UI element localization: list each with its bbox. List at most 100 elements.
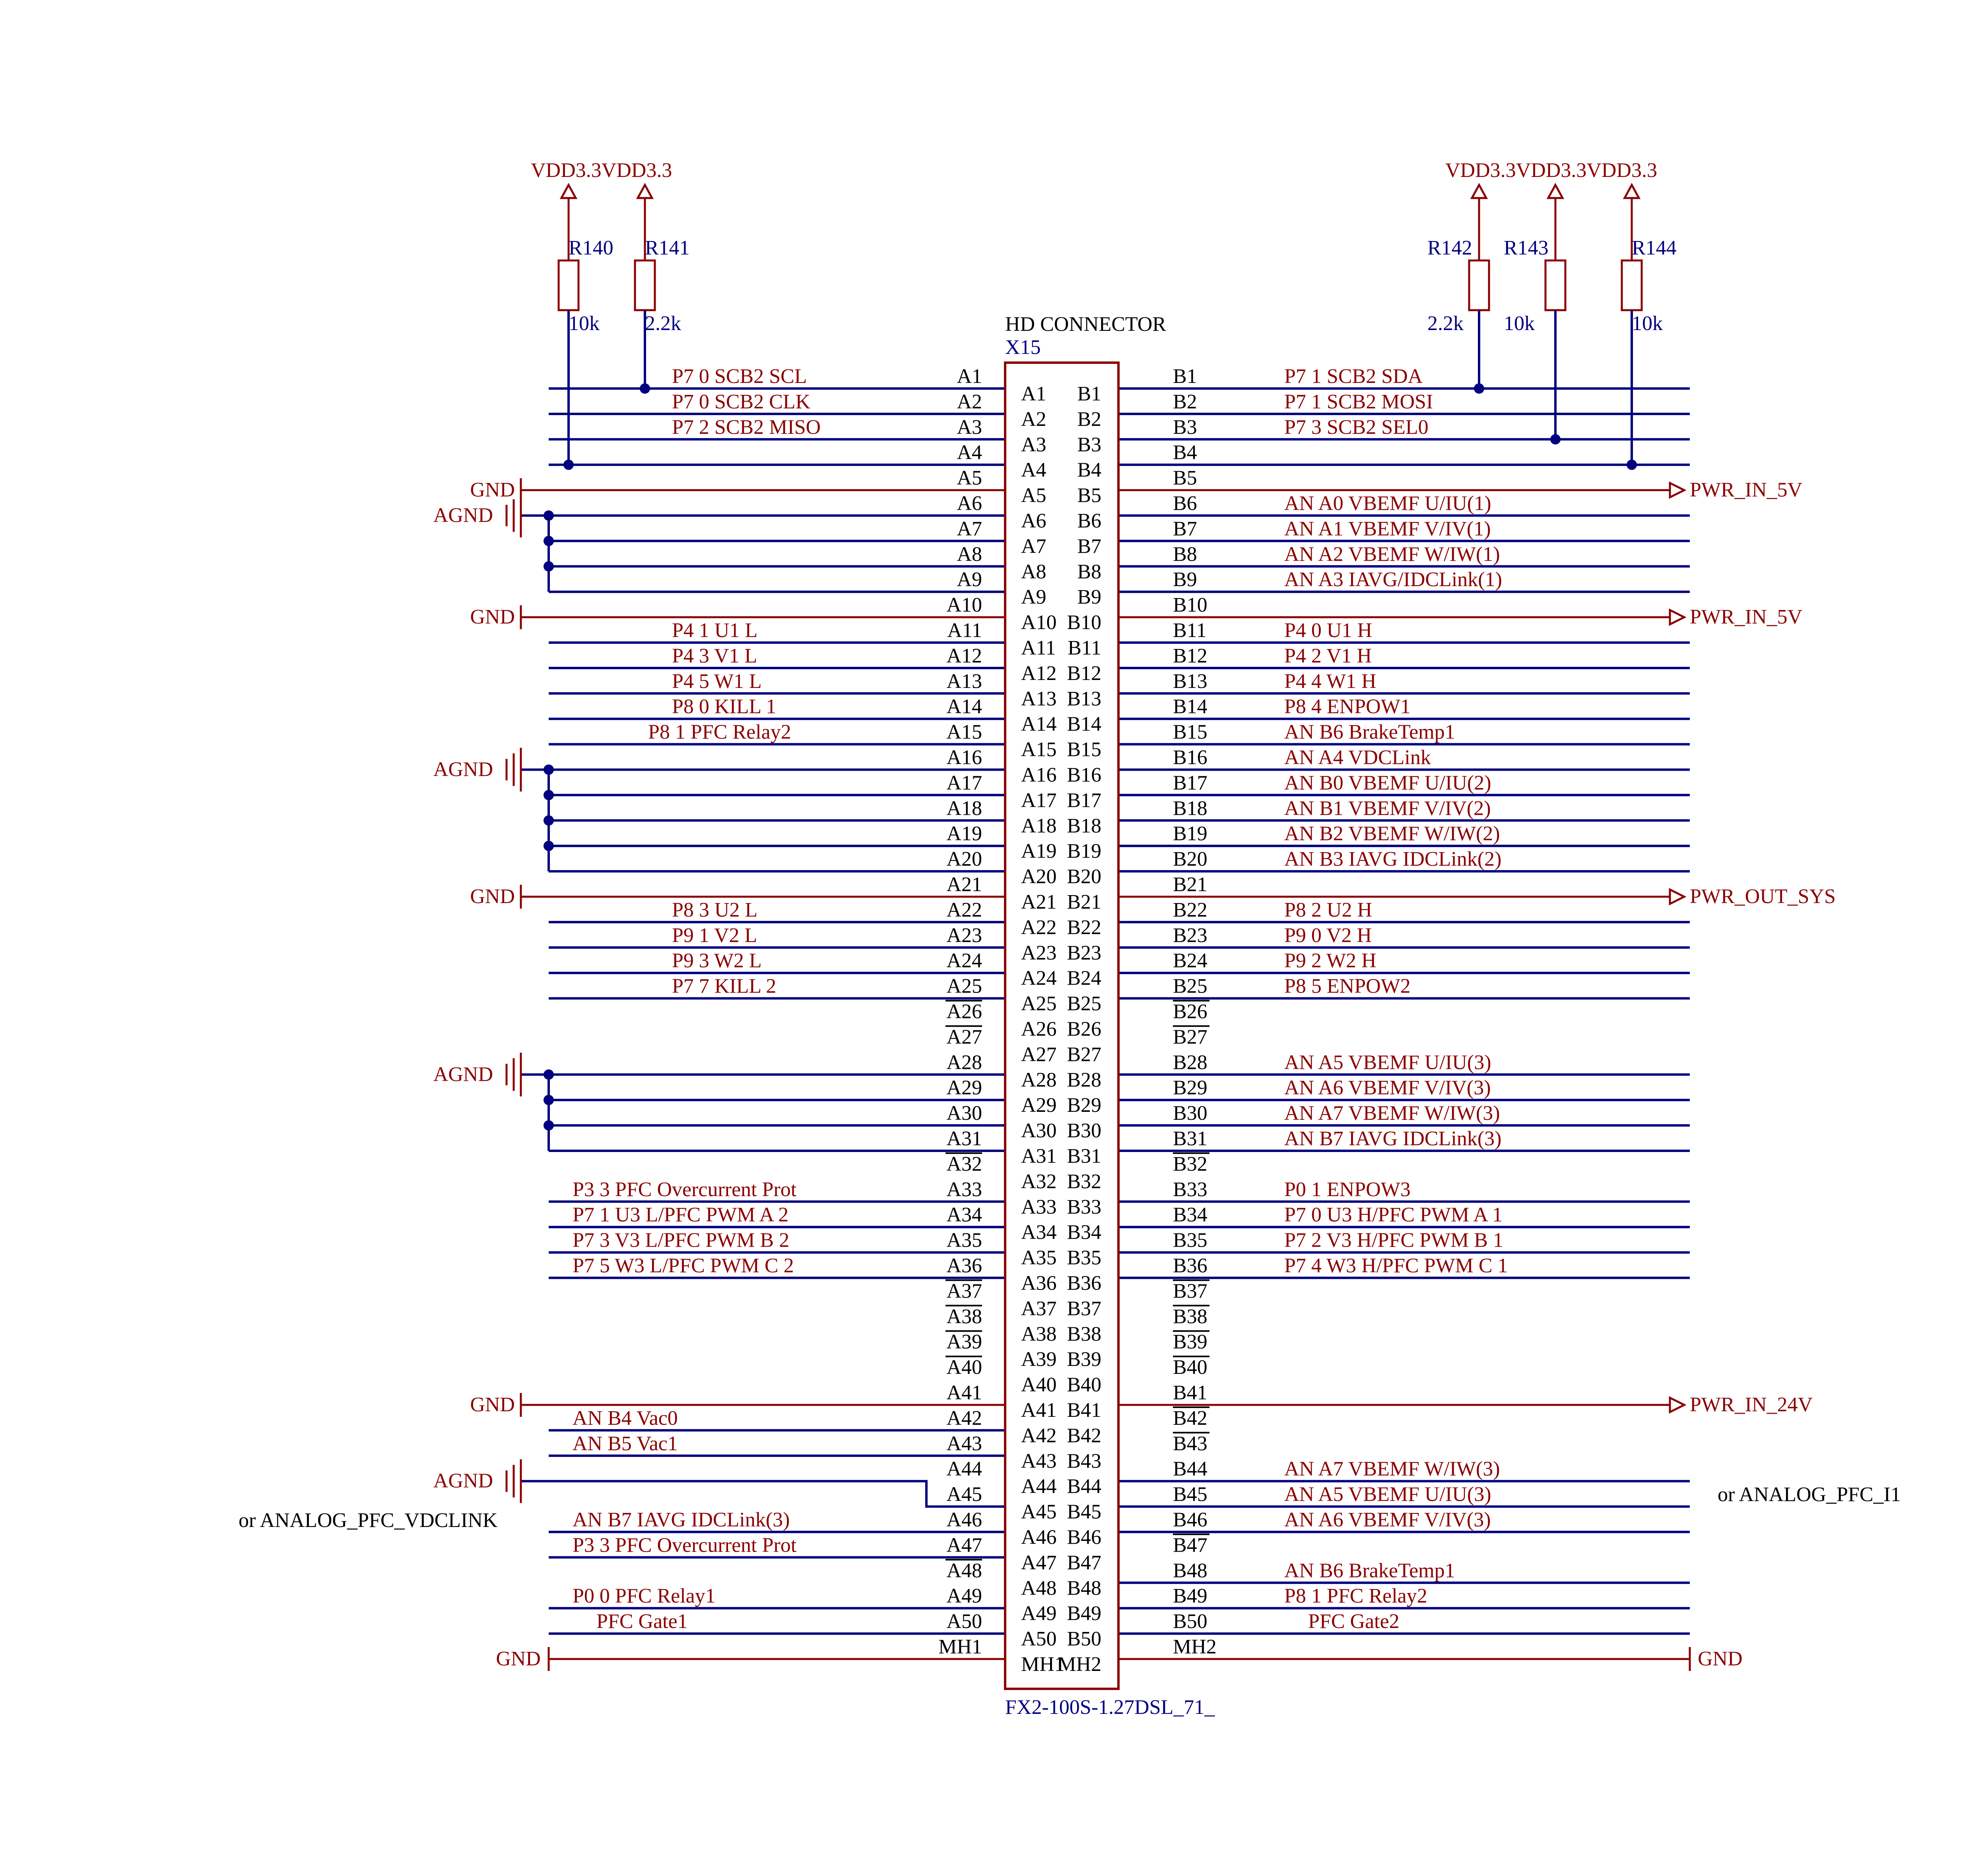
- pin-num-a29: A29: [946, 1076, 982, 1099]
- power-port-label: PWR_IN_24V: [1690, 1393, 1813, 1416]
- net-label: P4 3 V1 L: [672, 645, 757, 667]
- junction-dot: [544, 764, 554, 775]
- pin-inner-a34: A34: [1021, 1221, 1057, 1244]
- pull-up-resistors: R14010kR1412.2kR1422.2kR14310kR14410kVDD…: [531, 159, 1677, 465]
- vdd-arrow-icon: [1546, 183, 1565, 199]
- resistor-value: 2.2k: [1427, 312, 1464, 335]
- agnd-label: AGND: [433, 504, 493, 527]
- pin-inner-b25: B25: [1067, 993, 1101, 1015]
- pin-inner-a19: A19: [1021, 840, 1057, 863]
- pin-inner-a17: A17: [1021, 789, 1057, 812]
- pin-num-a21: A21: [946, 873, 982, 896]
- pin-inner-a12: A12: [1021, 662, 1057, 685]
- pin-num-a10: A10: [946, 594, 982, 616]
- pin-inner-b44: B44: [1067, 1475, 1101, 1498]
- net-label: P7 0 SCB2 CLK: [672, 390, 811, 413]
- pin-num-b26: B26: [1173, 1000, 1208, 1023]
- supply-label: VDD3.3VDD3.3VDD3.3: [1445, 159, 1657, 182]
- pin-inner-a14: A14: [1021, 713, 1057, 736]
- pin-num-a47: A47: [946, 1534, 982, 1556]
- junction-dot: [640, 383, 650, 394]
- gnd-label: GND: [470, 606, 515, 628]
- pin-num-b29: B29: [1173, 1076, 1208, 1099]
- connector-body: [1004, 361, 1120, 1690]
- pin-num-b39: B39: [1173, 1331, 1208, 1353]
- net-label: P4 4 W1 H: [1284, 670, 1376, 693]
- net-label: AN A1 VBEMF V/IV(1): [1284, 517, 1491, 540]
- pin-inner-b1: B1: [1077, 383, 1101, 405]
- connector-part: FX2-100S-1.27DSL_71_: [1005, 1696, 1215, 1719]
- pin-inner-mh2: MH2: [1058, 1653, 1101, 1676]
- pin-num-b20: B20: [1173, 848, 1208, 870]
- vdd-arrow-icon: [1470, 183, 1488, 199]
- pin-num-a48: A48: [946, 1559, 982, 1582]
- pin-inner-a27: A27: [1021, 1043, 1057, 1066]
- pin-num-a33: A33: [946, 1178, 982, 1201]
- pin-num-b44: B44: [1173, 1458, 1208, 1480]
- power-port-icon: [1669, 1396, 1687, 1414]
- net-label: P9 1 V2 L: [672, 924, 757, 947]
- pin-num-a31: A31: [946, 1127, 982, 1150]
- pin-inner-a16: A16: [1021, 764, 1057, 787]
- pin-inner-a13: A13: [1021, 688, 1057, 710]
- pin-inner-b21: B21: [1067, 891, 1101, 913]
- pin-num-b33: B33: [1173, 1178, 1208, 1201]
- pin-inner-b2: B2: [1077, 408, 1101, 431]
- junction-dot: [1474, 383, 1484, 394]
- pin-num-b27: B27: [1173, 1026, 1208, 1048]
- pin-inner-a35: A35: [1021, 1247, 1057, 1269]
- pin-num-b25: B25: [1173, 975, 1208, 998]
- pin-num-mh1: MH1: [938, 1636, 982, 1658]
- pin-inner-b45: B45: [1067, 1501, 1101, 1523]
- pin-inner-a3: A3: [1021, 433, 1046, 456]
- pin-num-a17: A17: [946, 771, 982, 794]
- pin-num-a50: A50: [946, 1610, 982, 1633]
- pin-num-b49: B49: [1173, 1585, 1208, 1607]
- pin-num-a12: A12: [946, 645, 982, 667]
- pin-inner-b46: B46: [1067, 1526, 1101, 1549]
- pin-inner-a33: A33: [1021, 1196, 1057, 1218]
- pin-num-b2: B2: [1173, 390, 1197, 413]
- pin-num-a41: A41: [946, 1381, 982, 1404]
- net-label: P9 2 W2 H: [1284, 950, 1376, 972]
- net-label: AN A0 VBEMF U/IU(1): [1284, 492, 1491, 515]
- vdd-arrow-icon: [559, 183, 578, 199]
- pin-num-b47: B47: [1173, 1534, 1208, 1556]
- net-label: AN B7 IAVG IDCLink(3): [1284, 1127, 1501, 1150]
- resistor-value: 10k: [1504, 312, 1535, 335]
- net-label: P7 0 SCB2 SCL: [672, 365, 807, 388]
- net-label: AN A7 VBEMF W/IW(3): [1284, 1102, 1500, 1125]
- junction-dot: [1550, 434, 1561, 445]
- pin-num-b23: B23: [1173, 924, 1208, 947]
- resistor-ref: R141: [645, 237, 690, 259]
- pin-num-a22: A22: [946, 899, 982, 921]
- pin-inner-a39: A39: [1021, 1348, 1057, 1371]
- pin-num-a36: A36: [946, 1255, 982, 1277]
- net-label: AN A6 VBEMF V/IV(3): [1284, 1509, 1491, 1531]
- pin-inner-a43: A43: [1021, 1450, 1057, 1473]
- pin-inner-a47: A47: [1021, 1551, 1057, 1574]
- wires: [521, 387, 1690, 1660]
- net-label: P7 1 SCB2 SDA: [1284, 365, 1423, 388]
- pin-num-a8: A8: [957, 543, 982, 565]
- pin-inner-a41: A41: [1021, 1399, 1057, 1422]
- pin-inner-b28: B28: [1067, 1068, 1101, 1091]
- net-label: P9 0 V2 H: [1284, 924, 1372, 947]
- pin-num-a39: A39: [946, 1331, 982, 1353]
- power-port-label: PWR_OUT_SYS: [1690, 885, 1836, 908]
- pin-inner-a50: A50: [1021, 1628, 1057, 1650]
- pin-num-b46: B46: [1173, 1509, 1208, 1531]
- pin-inner-a38: A38: [1021, 1323, 1057, 1345]
- pin-inner-b17: B17: [1067, 789, 1101, 812]
- power-port-label: PWR_IN_5V: [1690, 479, 1802, 501]
- left-note: or ANALOG_PFC_VDCLINK: [239, 1509, 498, 1532]
- pin-num-a3: A3: [957, 416, 982, 439]
- net-label: P8 2 U2 H: [1284, 899, 1372, 921]
- net-label: P4 2 V1 H: [1284, 645, 1372, 667]
- net-label: P8 1 PFC Relay2: [1284, 1585, 1427, 1607]
- pin-num-a45: A45: [946, 1483, 982, 1506]
- net-label: P0 0 PFC Relay1: [573, 1585, 716, 1607]
- pin-inner-a11: A11: [1021, 637, 1056, 659]
- gnd-label: GND: [496, 1647, 541, 1670]
